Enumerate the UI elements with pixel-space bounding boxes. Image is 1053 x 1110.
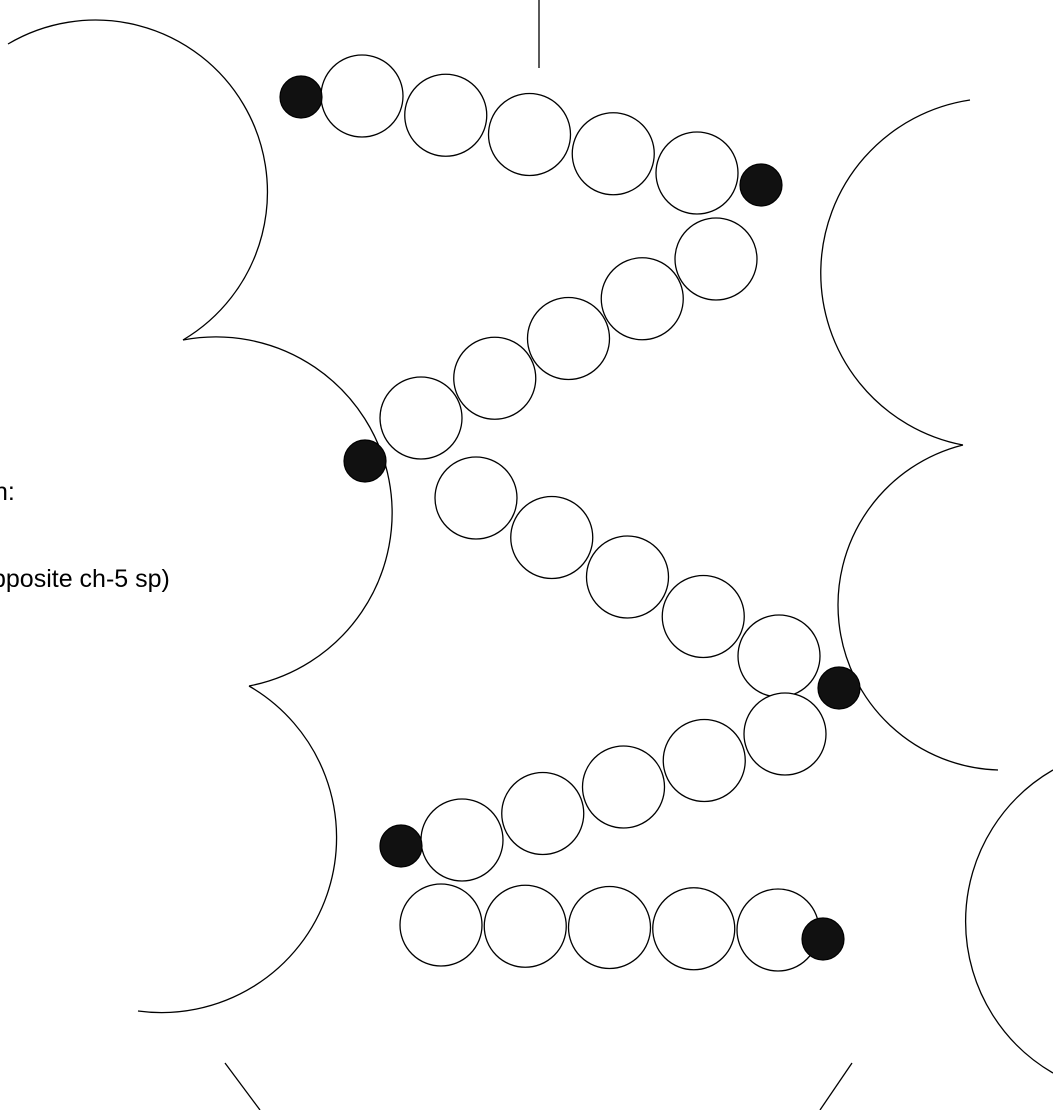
chain-stitch (571, 112, 655, 196)
slip-stitch-dot (379, 824, 423, 868)
chain-stitch (585, 535, 670, 619)
chain-stitch (404, 73, 488, 157)
chain-stitch (661, 574, 745, 659)
chain-stitch (662, 718, 746, 803)
chain-stitch (501, 771, 585, 856)
chain-stitch (655, 131, 739, 215)
chain-stitch (453, 336, 537, 420)
left-petal-1 (7, 19, 268, 341)
chain-stitch (379, 376, 463, 460)
chain-stitch (399, 883, 483, 967)
chain-stitch (420, 798, 504, 882)
chain-stitch (487, 92, 572, 177)
chain-stitch (567, 885, 652, 970)
left-petal-2 (182, 336, 393, 687)
chain-stitch (526, 296, 611, 381)
slip-stitch-dot (801, 917, 845, 961)
bottom-right-guide-line (819, 1062, 853, 1110)
right-petal-1 (820, 99, 971, 446)
left-petal-3 (137, 685, 338, 1014)
chain-stitch (434, 456, 518, 540)
chain-stitch (652, 887, 736, 971)
chain-stitch (674, 217, 758, 301)
chain-stitch (600, 257, 684, 341)
pattern-note-line-1: n: (0, 478, 15, 506)
chain-stitch (737, 614, 821, 698)
pattern-note-line-2: pposite ch-5 sp) (0, 565, 170, 593)
bottom-left-guide-line (224, 1062, 261, 1110)
chain-stitch (510, 495, 594, 580)
chain-stitch (581, 745, 666, 829)
chain-stitch (483, 884, 567, 968)
right-petal-2 (837, 444, 999, 771)
slip-stitch-dot (343, 439, 387, 483)
slip-stitch-dot (817, 666, 861, 710)
right-petal-3 (964, 769, 1053, 1074)
slip-stitch-dot (739, 163, 783, 207)
chain-stitch (743, 692, 827, 776)
chain-stitch (320, 54, 404, 138)
slip-stitch-dot (279, 75, 323, 119)
